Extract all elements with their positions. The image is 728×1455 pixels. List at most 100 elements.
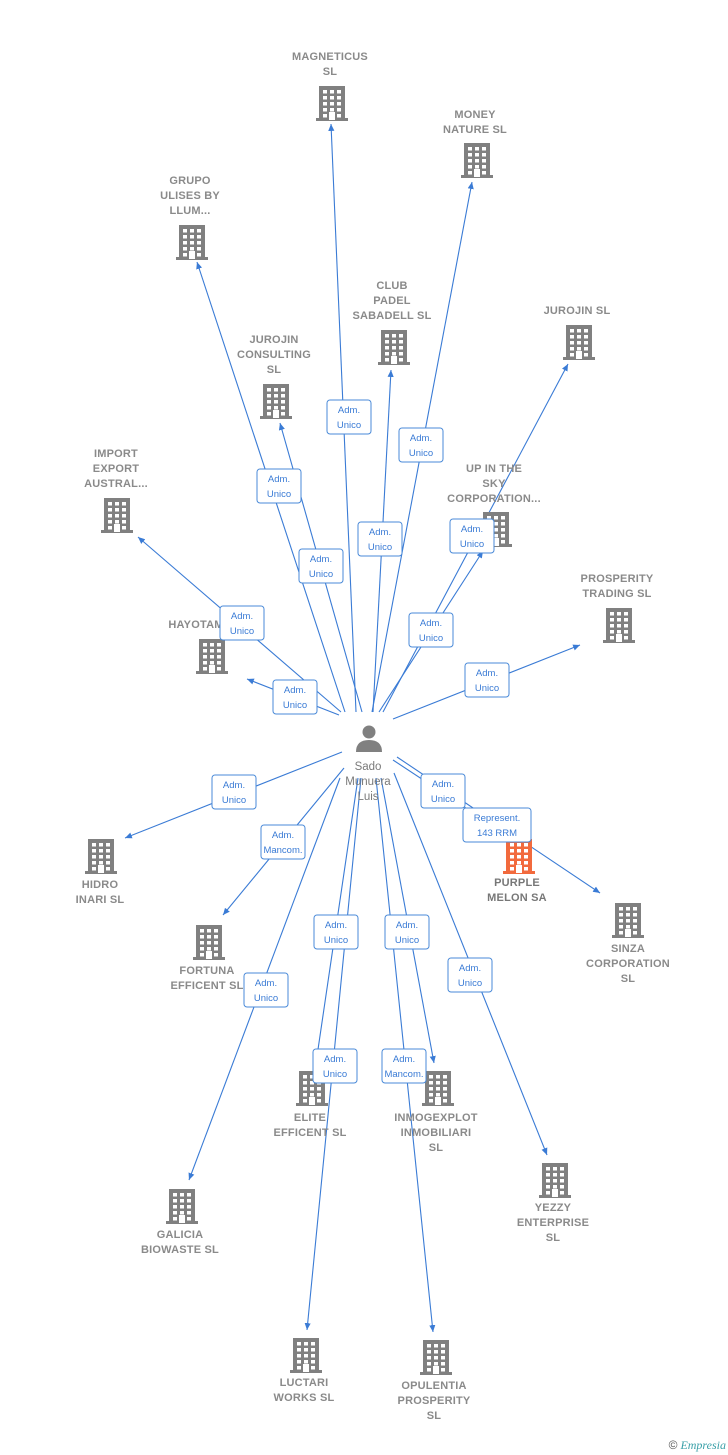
company-name-line: PROSPERITY	[581, 573, 654, 585]
company-name-line: GALICIA	[157, 1229, 204, 1241]
edge-label-text: Unico	[254, 993, 278, 1004]
company-name-line: SL	[429, 1142, 444, 1154]
edge-label-text: Adm.	[476, 668, 498, 679]
company-node-hayotama[interactable]: HAYOTAM	[168, 619, 228, 674]
company-name-line: SL	[427, 1410, 442, 1422]
company-node-jurojin-sl[interactable]: JUROJIN SL	[544, 305, 611, 360]
edge-label-text: Unico	[460, 539, 484, 550]
building-icon	[101, 498, 133, 533]
company-name-line: INMOBILIARI	[401, 1127, 472, 1139]
company-name-line: BIOWASTE SL	[141, 1244, 219, 1256]
edge-label-jurojin-consulting[interactable]: Adm.Unico	[298, 548, 344, 584]
edge-label-club-padel[interactable]: Adm.Unico	[357, 521, 403, 557]
edge-label-elite-efficent[interactable]: Adm. Unico	[313, 914, 359, 950]
edge-label-text: Adm.	[310, 554, 332, 565]
company-name-line: GRUPO	[169, 175, 211, 187]
company-name-line: INMOGEXPLOT	[394, 1112, 478, 1124]
company-name-line: FORTUNA	[179, 965, 234, 977]
company-name-line: SABADELL SL	[352, 310, 431, 322]
brand-logo-text: Empresia	[680, 1438, 726, 1452]
edge-label-text: Adm.	[410, 433, 432, 444]
edge-label-up-in-the-sky[interactable]: Adm.Unico	[408, 612, 454, 648]
company-node-fortuna[interactable]: FORTUNA EFFICENT SL	[170, 925, 243, 992]
edge-label-text: Represent.	[474, 813, 520, 824]
edge-label-text: Unico	[222, 795, 246, 806]
building-icon	[503, 839, 535, 874]
edge-label-import-export[interactable]: Adm.Unico	[219, 605, 265, 641]
building-icon	[603, 608, 635, 643]
company-name-line: EFFICENT SL	[170, 980, 243, 992]
edge-label-text: Unico	[283, 700, 307, 711]
building-icon	[378, 330, 410, 365]
edge-label-text: Unico	[337, 420, 361, 431]
edge-label-magneticus[interactable]: Adm.Unico	[326, 399, 372, 435]
company-name-line: PURPLE	[494, 877, 540, 889]
company-name-line: CONSULTING	[237, 349, 311, 361]
edge-label-hayotama[interactable]: Adm.Unico	[272, 679, 318, 715]
edge-label-prosperity-trading[interactable]: Adm. Unico	[464, 662, 510, 698]
company-node-inmogexplot[interactable]: INMOGEXPLOT INMOBILIARI SL	[394, 1071, 478, 1154]
edge-label-text: Unico	[409, 448, 433, 459]
building-icon	[539, 1163, 571, 1198]
company-node-import-export[interactable]: IMPORTEXPORTAUSTRAL...	[84, 448, 148, 533]
company-node-galicia[interactable]: GALICIA BIOWASTE SL	[141, 1189, 219, 1256]
building-icon	[420, 1340, 452, 1375]
edge-label-inmogexplot[interactable]: Adm.Unico	[384, 914, 430, 950]
edge-label-opulentia[interactable]: Adm.Mancom.	[381, 1048, 427, 1084]
company-name-line: MAGNETICUS	[292, 51, 368, 63]
edge-label-text: Adm.	[369, 527, 391, 538]
company-name-line: HIDRO	[82, 879, 119, 891]
company-name-line: SINZA	[611, 943, 645, 955]
edge-label-yezzy[interactable]: Adm. Unico	[447, 957, 493, 993]
edge-labels-layer: Adm.UnicoAdm.UnicoAdm.UnicoAdm.UnicoAdm.…	[211, 399, 532, 1084]
edge-label-text: Unico	[419, 633, 443, 644]
edge-label-text: Unico	[324, 935, 348, 946]
building-icon	[612, 903, 644, 938]
edge-label-money-nature[interactable]: Adm. Unico	[398, 427, 444, 463]
company-name-line: NATURE SL	[443, 124, 507, 136]
company-name-line: AUSTRAL...	[84, 478, 148, 490]
company-name-line: CORPORATION...	[447, 493, 541, 505]
company-name-line: SL	[546, 1232, 561, 1244]
edge-label-text: Unico	[475, 683, 499, 694]
edge-label-text: Unico	[458, 978, 482, 989]
edge-label-sinza[interactable]: Adm.Unico	[420, 773, 466, 809]
company-name-line: SL	[621, 973, 636, 985]
edge-label-grupo-ulises[interactable]: Adm.Unico	[256, 468, 302, 504]
edge-label-jurojin-sl[interactable]: Adm. Unico	[449, 518, 495, 554]
edge-label-text: 143 RRM	[477, 828, 517, 839]
edge-label-luctari[interactable]: Adm.Unico	[312, 1048, 358, 1084]
company-name-line: SL	[267, 364, 282, 376]
edge-label-text: Adm.	[325, 920, 347, 931]
edge-label-fortuna[interactable]: Adm.Mancom.	[260, 824, 306, 860]
person-name-line: Munuera	[345, 776, 391, 788]
edge-label-text: Adm.	[272, 830, 294, 841]
company-name-line: CLUB	[376, 280, 407, 292]
edge-label-text: Adm.	[268, 474, 290, 485]
edge-label-text: Adm.	[459, 963, 481, 974]
edge-label-hidro-inari[interactable]: Adm.Unico	[211, 774, 257, 810]
company-name-line: LUCTARI	[280, 1377, 329, 1389]
edge-label-text: Adm.	[461, 524, 483, 535]
edge-label-text: Adm.	[231, 611, 253, 622]
edge-label-purple-melon[interactable]: Represent. 143 RRM	[462, 807, 532, 843]
company-name-line: JUROJIN SL	[544, 305, 611, 317]
person-name-line: Luis	[357, 791, 378, 803]
edge-label-galicia[interactable]: Adm.Unico	[243, 972, 289, 1008]
